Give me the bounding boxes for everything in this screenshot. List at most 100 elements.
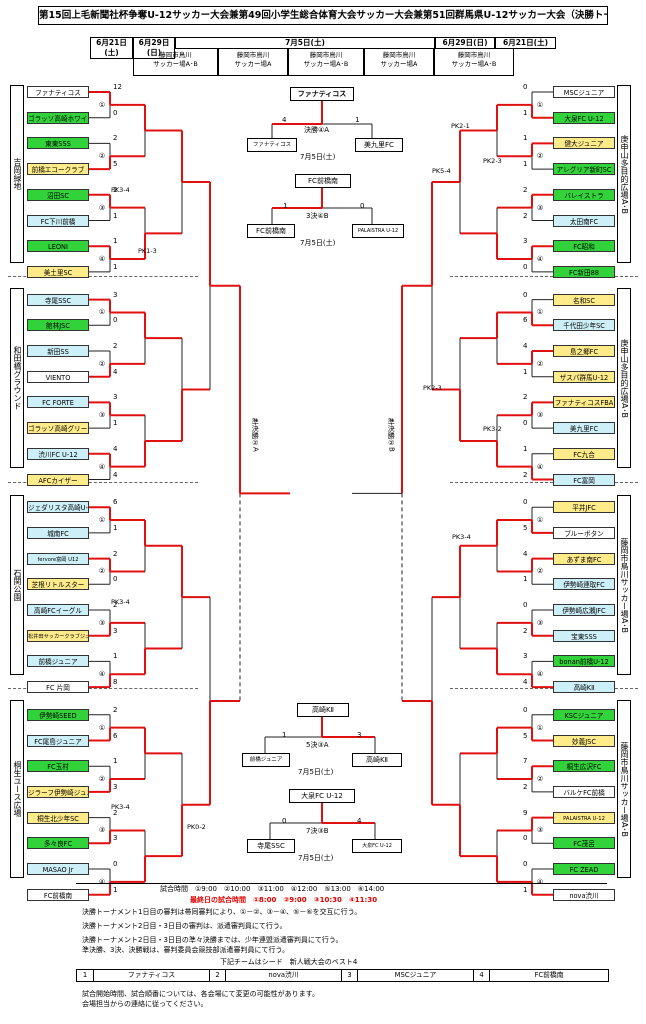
team-box: FC ZEAD [553,863,615,875]
footer-note: 準決勝、3決、決勝戦は、審判委員会競技部派遣審判員にて行う。 [82,946,290,954]
team-box: 前橋ジュニア [27,655,89,668]
match-number: ① [536,100,544,109]
date-cell: 6月29日(日) [133,37,175,59]
schedule-header: 6月21日(土) 6月29日(日) 7月5日(土) 6月29日(日) 6月21日… [90,37,556,77]
team-box: 大泉FC U-12 [553,111,615,124]
match-number: ④ [98,255,106,264]
venue-label: 吉岡緑地 [10,85,24,263]
pk-note: PK1-3 [138,247,157,255]
venue-label: 藤岡市鳥川サッカー場A･B [617,700,631,878]
pk-note: PK0-2 [187,823,206,831]
team-box: アレグリア新町SC [553,163,615,176]
seed-team: nova渋川 [225,970,341,981]
score: 1 [113,652,118,661]
team-box: 平井JFC [553,501,615,514]
seventh-score-a: 0 [282,817,287,825]
team-box: 妙義JSC [553,734,615,747]
team-box: あずま南FC [553,552,615,565]
champion-box: ファナティコス [290,87,354,101]
team-box: 東東SSS [27,137,89,150]
divider [450,688,638,689]
team-box: 桐生北少年SC [27,811,89,824]
seventh-team-a: 寺尾SSC [247,839,295,853]
divider [450,482,638,483]
closing-note: 会場担当からの連絡に従ってください。 [82,1000,208,1008]
team-box: 桐生広沢FC [553,760,615,773]
page-title: 第15回上毛新聞社杯争奪U-12サッカー大会兼第49回小学生総合体育大会サッカー… [38,6,608,25]
team-box: FC前橋南 [27,888,89,901]
score: 1 [523,367,528,376]
seed-team: MSCジュニア [357,970,473,981]
match-number: ④ [98,670,106,679]
semi-label-text: 準決勝②A [251,418,260,452]
match-number: ② [98,359,106,368]
divider [450,276,638,277]
footer-note: 決勝トーナメント1日目の審判は帯同審判により、①－②、③－④、⑤－⑥を交互に行う… [82,908,362,916]
score: 1 [113,419,118,428]
team-box: MASAO Jr [27,863,89,875]
score: 2 [523,626,528,635]
team-box: nova渋川 [553,888,615,901]
match-number: ① [536,723,544,732]
seed-rank: 4 [473,970,489,981]
venue-label: 庚申山多目的広場A･B [617,288,631,468]
team-box: ファナティコスFBA [553,396,615,409]
seventh-winner-box: 大泉FC U-12 [289,789,355,803]
semi-label-text: 準決勝②B [387,418,396,452]
third-score-a: 1 [283,202,288,210]
score: 2 [113,705,118,714]
score: 4 [523,342,528,350]
match-number: ④ [536,462,544,471]
team-box: 城南FC [27,526,89,539]
score: 1 [113,237,118,246]
team-box: ゴラッソ高崎ホワイト [27,111,89,124]
score: 1 [523,575,528,584]
match-number: ④ [536,877,544,886]
venue-label: 石関公園 [10,495,24,675]
seventh-match-label: 7決③B [306,827,329,835]
match-number: ④ [98,877,106,886]
team-box: ザスパ群馬U-12 [553,370,615,383]
team-box: 新田SS [27,345,89,357]
seed-rank: 3 [341,970,357,981]
score: 4 [523,549,528,558]
score: 1 [523,160,528,169]
score: 3 [113,393,118,402]
final-date: 7月5日(土) [300,153,336,161]
team-box: ブルーボタン [553,526,615,539]
score: 1 [113,757,118,766]
fifth-team-a: 前橋ジュニア [242,753,290,767]
pk-note: PK5-4 [432,167,451,175]
score: 1 [523,108,528,117]
fifth-team-b: 高崎KⅡ [352,753,402,767]
closing-note: 試合開始時間、試合順番については、各会場にて変更の可能性があります。 [82,990,319,998]
score: 4 [113,470,118,479]
match-number: ④ [98,462,106,471]
final-score-a: 4 [282,116,287,124]
match-number: ② [536,359,544,368]
score: 3 [523,652,528,661]
third-date: 7月5日(土) [300,239,336,247]
venue-label: 和田橋グラウンド [10,288,24,468]
match-number: ③ [98,618,106,627]
score: 0 [113,316,118,325]
score: 0 [113,860,118,868]
divider [8,276,198,277]
team-box: ゴラッソ高崎グリーン [27,422,89,435]
seed-rank: 2 [209,970,225,981]
date-cell: 6月21日(土) [495,37,556,49]
match-number: ① [98,516,106,525]
match-number: ② [536,567,544,576]
team-box: 前橋エコークラブ [27,163,89,176]
team-box: 伊勢崎連取FC [553,578,615,591]
match-number: ② [98,152,106,161]
match-number: ③ [536,203,544,212]
score: 8 [113,678,118,687]
team-box: 伊勢崎広瀬JFC [553,604,615,616]
match-number: ① [98,100,106,109]
footer-rule [76,883,607,884]
score: 0 [113,108,118,117]
score: 1 [523,444,528,453]
score: 1 [523,134,528,143]
